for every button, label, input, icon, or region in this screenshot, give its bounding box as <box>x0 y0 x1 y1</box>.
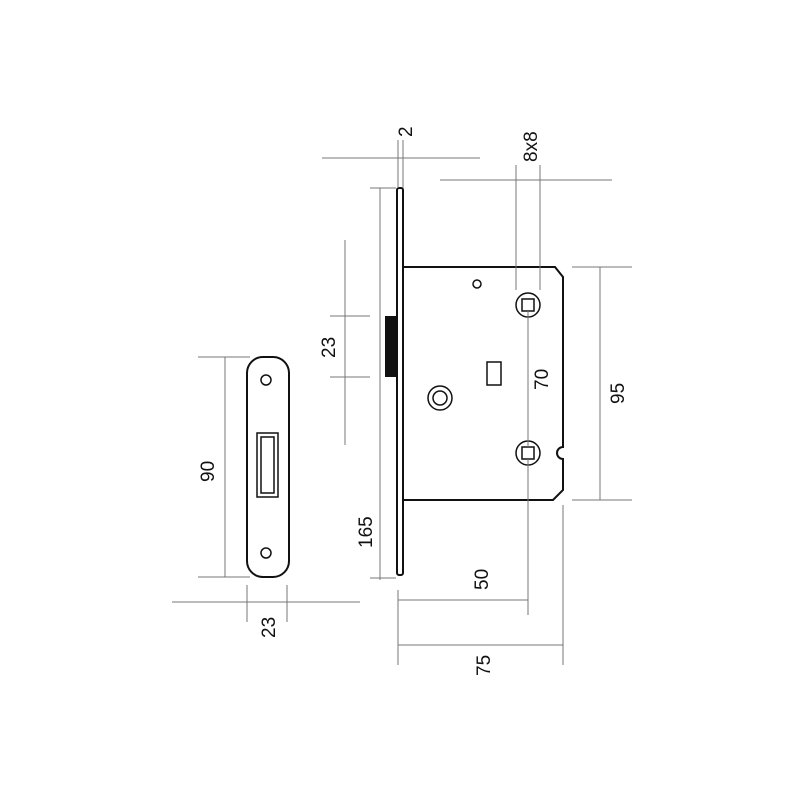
strike-hole-bottom <box>260 547 272 559</box>
label-strike-length: 90 <box>198 461 219 482</box>
dimension-labels: 2 8x8 95 70 23 165 50 75 90 23 <box>198 126 629 676</box>
label-spindle-distance: 70 <box>532 369 553 390</box>
label-body-depth: 75 <box>474 655 495 676</box>
label-backset: 50 <box>472 569 493 590</box>
strike-slot-inner <box>260 436 275 494</box>
screw-ring-outer <box>427 385 453 411</box>
mounting-hole <box>472 279 482 289</box>
strike-plate-outline <box>246 356 290 578</box>
label-faceplate-length: 165 <box>356 516 377 548</box>
label-faceplate-thickness: 2 <box>396 126 417 137</box>
strike-hole-top <box>260 374 272 386</box>
screw-ring-inner <box>432 390 448 406</box>
label-body-height: 95 <box>608 383 629 404</box>
label-strike-width: 23 <box>259 617 280 638</box>
label-latch-height: 23 <box>319 337 340 358</box>
latch-bolt <box>385 316 397 377</box>
body-slot <box>486 361 502 386</box>
label-spindle-square: 8x8 <box>521 131 542 162</box>
strike-plate <box>246 356 290 578</box>
dimension-lines <box>172 140 632 665</box>
strike-slot-outer <box>256 432 279 498</box>
